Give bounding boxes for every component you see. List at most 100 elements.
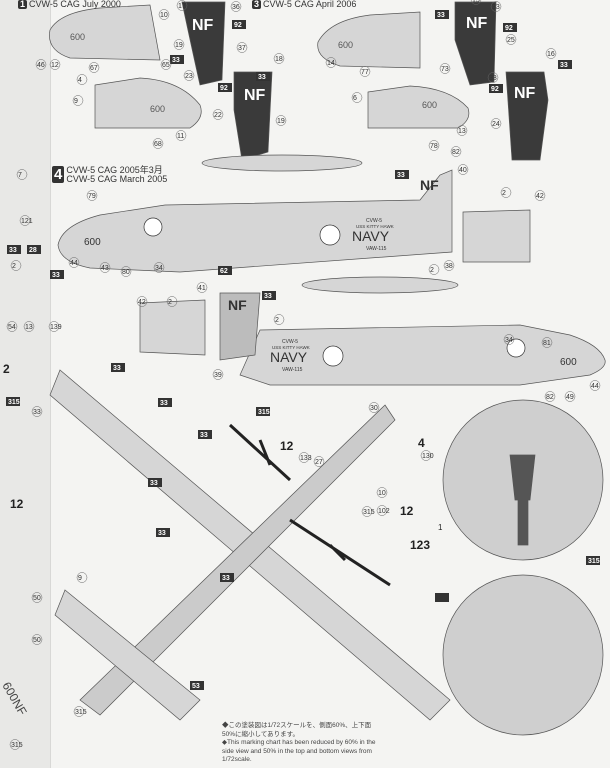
- decal-callout: 102: [378, 508, 390, 515]
- callout-box: [218, 266, 232, 275]
- callout-box: [27, 245, 41, 254]
- callout-circle: [325, 57, 337, 68]
- decal-callout: 33: [113, 365, 121, 372]
- paint-ref-123: 123: [410, 538, 430, 552]
- callout-circle: [500, 187, 512, 198]
- decal-callout: 42: [138, 299, 146, 306]
- callout-box: [503, 23, 517, 32]
- callout-circle: [376, 505, 388, 516]
- decal-callout: 315: [258, 409, 270, 416]
- callout-circle: [376, 487, 388, 498]
- decal-callout: 18: [275, 56, 283, 63]
- callout-circle: [230, 1, 242, 12]
- tail-4b: [219, 292, 261, 361]
- radome-2: [301, 276, 459, 294]
- callout-circle: [490, 1, 502, 12]
- decal-callout: 33: [437, 12, 445, 19]
- callout-circle: [212, 109, 224, 120]
- callout-box: [148, 478, 162, 487]
- callout-circle: [16, 169, 28, 180]
- modex-3: 600: [338, 40, 353, 50]
- decal-callout: 33: [560, 62, 568, 69]
- callout-circle: [72, 95, 84, 106]
- decal-callout: 33: [158, 530, 166, 537]
- decal-callout: 77: [361, 69, 369, 76]
- callout-circle: [212, 369, 224, 380]
- decal-callout: 81: [543, 340, 551, 347]
- nose-view-right-3: [367, 85, 470, 129]
- callout-box: [262, 291, 276, 300]
- callout-circle: [490, 118, 502, 129]
- decal-callout: 50: [33, 595, 41, 602]
- callout-circle: [359, 66, 371, 77]
- national-insignia-1: [319, 224, 341, 246]
- section-title: CVW-5 CAG April 2006: [263, 0, 357, 9]
- decal-callout: 9: [78, 575, 82, 582]
- decal-callout: 50: [33, 637, 41, 644]
- section-4-header: 4 CVW-5 CAG 2005年3月 CVW-5 CAG March 2005: [52, 166, 168, 184]
- decal-callout: 24: [492, 121, 500, 128]
- wing-fold-detail-1: [462, 209, 531, 263]
- ship-1: USS KITTY HAWK: [356, 224, 394, 229]
- decal-callout: 121: [21, 218, 33, 225]
- decal-callout: 6: [353, 95, 357, 102]
- modex-4: 600: [422, 100, 437, 110]
- callout-box: [220, 573, 234, 582]
- decal-callout: 41: [198, 285, 206, 292]
- callout-circle: [470, 0, 482, 5]
- decal-callout: 68: [154, 141, 162, 148]
- decal-callout: 2: [430, 267, 434, 274]
- scale-note-jp: ◆この塗装図は1/72スケールを、側面60%、上下面50%に縮小してあります。: [222, 722, 372, 738]
- decal-callout: 16: [547, 51, 555, 58]
- decal-callout: 49: [566, 394, 574, 401]
- paint-ref-12: 12: [280, 439, 294, 453]
- propeller-right: [289, 518, 391, 587]
- callout-circle: [545, 48, 557, 59]
- callout-circle: [544, 391, 556, 402]
- nose-view-left-1: [49, 4, 161, 61]
- callout-circle: [443, 260, 455, 271]
- callout-box: [232, 20, 246, 29]
- callout-circle: [589, 380, 601, 391]
- decal-callout: 27: [315, 459, 323, 466]
- decal-callout: 33: [9, 247, 17, 254]
- callout-circle: [420, 450, 432, 461]
- navy-title-1: NAVY: [352, 228, 390, 244]
- squadron-torch-emblem: [509, 454, 536, 546]
- tail-3a: [454, 1, 497, 86]
- decal-callout: 62: [220, 268, 228, 275]
- decal-callout: 33: [172, 57, 180, 64]
- callout-circle: [86, 190, 98, 201]
- ship-2: USS KITTY HAWK: [272, 345, 310, 350]
- decal-callout: 315: [11, 742, 23, 749]
- callout-circle: [120, 266, 132, 277]
- navy-title-2: NAVY: [270, 349, 308, 365]
- decal-callout: 39: [214, 372, 222, 379]
- callout-circle: [183, 70, 195, 81]
- paint-ref-12c: 12: [10, 497, 24, 511]
- callout-box: [218, 83, 232, 92]
- callout-circle: [31, 634, 43, 645]
- tail-code-1: NF: [192, 17, 214, 34]
- callout-box: [6, 397, 20, 406]
- decal-callout: 78: [430, 143, 438, 150]
- decal-callout: 2: [12, 263, 16, 270]
- section-title-en: CVW-5 CAG March 2005: [66, 174, 168, 184]
- callout-box: [435, 10, 449, 19]
- decal-callout: 33: [52, 272, 60, 279]
- decal-callout: 43: [101, 265, 109, 272]
- callout-circle: [160, 59, 172, 70]
- decal-callout: 33: [33, 409, 41, 416]
- section-number: 1: [18, 0, 28, 9]
- callout-box: [156, 528, 170, 537]
- callout-circle: [428, 264, 440, 275]
- modex-5: 600: [84, 237, 101, 248]
- nose-view-left-3: [317, 11, 421, 69]
- callout-circle: [136, 296, 148, 307]
- decal-callout: 139: [50, 324, 62, 331]
- callout-circle: [196, 282, 208, 293]
- wing-fold-detail-2: [139, 299, 206, 356]
- squadron-1: VAW-115: [366, 246, 387, 252]
- left-edge-modex: 600NF: [0, 680, 30, 718]
